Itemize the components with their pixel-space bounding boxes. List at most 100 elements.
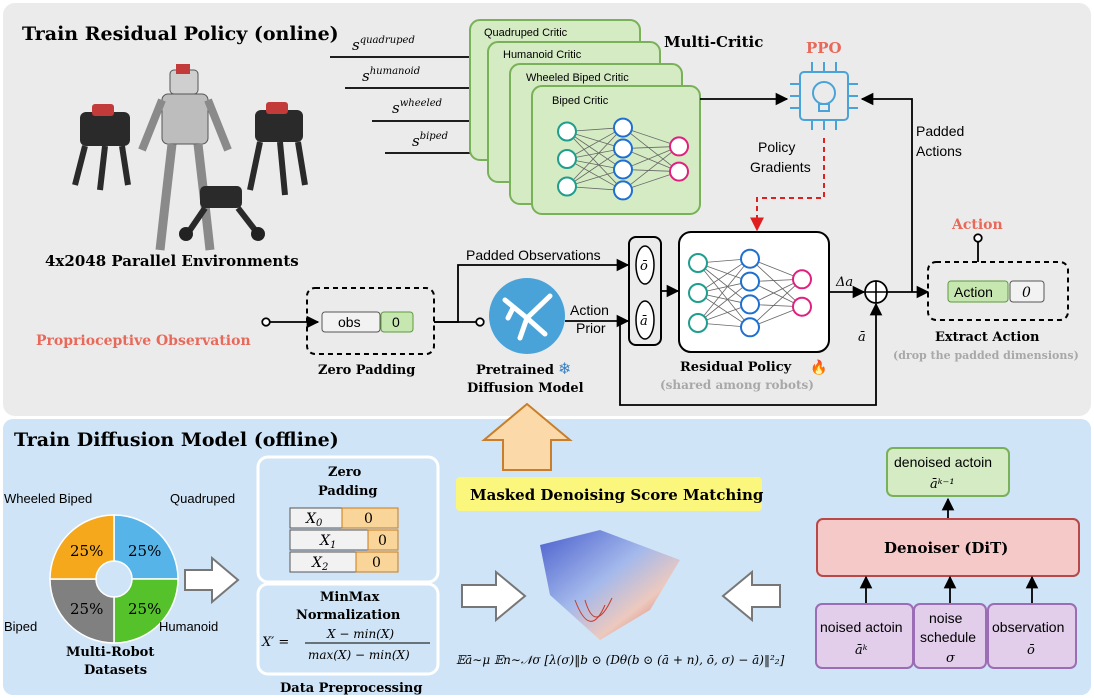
svg-text:obs: obs	[338, 314, 361, 330]
critic-network	[557, 117, 689, 201]
padded-obs-label: Padded Observations	[466, 247, 601, 263]
svg-text:observation: observation	[992, 619, 1064, 635]
svg-text:ō: ō	[1027, 643, 1035, 658]
pie-chart: 25%Quadruped25%Humanoid25%Biped25%Wheele…	[4, 491, 235, 644]
critic-label-humanoid: Humanoid Critic	[503, 49, 582, 61]
minmax-box	[256, 582, 440, 676]
hollow-arrow-1	[184, 555, 240, 605]
policy-gradients-1: Policy	[758, 139, 795, 155]
svg-text:0: 0	[372, 555, 381, 571]
neuron-node	[557, 121, 577, 142]
padded-actions-2: Actions	[916, 143, 962, 159]
pie-slice	[49, 514, 115, 580]
residual-sub: (shared among robots)	[660, 378, 814, 392]
neuron-node	[740, 317, 760, 338]
proprio-label: Proprioceptive Observation	[36, 333, 251, 349]
critic-stack: Quadruped Critic Humanoid Critic Wheeled…	[469, 19, 701, 215]
extract-action-cell	[947, 280, 1009, 303]
neuron-node	[792, 296, 812, 317]
pie-title-2: Datasets	[84, 663, 147, 678]
svg-text:0: 0	[364, 511, 373, 527]
env-label: 4x2048 Parallel Environments	[45, 252, 299, 270]
neuron-node	[740, 248, 760, 269]
svg-text:āᵏ: āᵏ	[855, 643, 868, 658]
zero-padding-label: Zero Padding	[318, 363, 415, 378]
neuron-node	[792, 269, 812, 290]
loss-surface-image	[540, 530, 680, 640]
minmax-den: max(X) − min(X)	[308, 648, 410, 662]
extract-action-box	[927, 261, 1069, 321]
pie-slice-pct: 25%	[70, 600, 103, 618]
svg-text:Action: Action	[954, 284, 993, 300]
pie-slice	[113, 514, 179, 580]
svg-text:MinMax: MinMax	[320, 590, 380, 605]
residual-label: Residual Policy	[680, 360, 792, 375]
denoiser-label: Denoiser (DiT)	[884, 539, 1008, 557]
policy-gradients-2: Gradients	[750, 159, 811, 175]
minmax-lhs: X′ =	[261, 635, 289, 650]
zp-rows: X0 0 X1 0 X2 0	[289, 507, 399, 573]
act-bar-symbol: ā	[640, 314, 648, 329]
fire-icon: 🔥	[810, 359, 827, 376]
neuron-node	[688, 253, 708, 273]
padded-actions-1: Padded	[916, 123, 964, 139]
extract-sub: (drop the padded dimensions)	[893, 349, 1079, 362]
neuron-node	[740, 271, 760, 292]
zp-box	[256, 455, 440, 584]
action-prior-2: Prior	[576, 320, 606, 336]
neuron-node	[613, 117, 633, 138]
svg-text:Zero: Zero	[328, 465, 362, 480]
svg-text:schedule: schedule	[920, 629, 976, 645]
residual-network	[688, 248, 812, 338]
svg-text:noised actoin: noised actoin	[820, 619, 903, 635]
pie-slice-label: Wheeled Biped	[4, 491, 92, 506]
neuron-node	[688, 313, 708, 333]
obs-bar-symbol: ō	[640, 259, 648, 274]
svg-text:Padding: Padding	[318, 484, 378, 499]
neuron-node	[740, 294, 760, 315]
observation-box	[987, 603, 1077, 669]
online-title: Train Residual Policy (online)	[22, 23, 339, 45]
svg-text:σ: σ	[946, 651, 956, 666]
offline-title: Train Diffusion Model (offline)	[14, 429, 339, 451]
hollow-arrow-3	[721, 569, 781, 623]
svg-text:0: 0	[378, 533, 387, 549]
delta-a: Δa	[835, 275, 853, 290]
pie-slice-pct: 25%	[128, 600, 161, 618]
svg-text:0: 0	[1022, 285, 1031, 301]
zero-cell	[380, 311, 414, 333]
svg-text:denoised actoin: denoised actoin	[894, 454, 992, 470]
neuron-node	[557, 149, 577, 169]
pie-slice	[49, 578, 115, 644]
neuron-node	[557, 176, 577, 197]
critic-label-quadruped: Quadruped Critic	[484, 27, 568, 39]
minmax-num: X − min(X)	[326, 627, 394, 641]
neuron-node	[688, 283, 708, 303]
neuron-node	[613, 138, 633, 159]
mdsm-highlight	[456, 477, 762, 511]
orange-up-arrow	[481, 402, 573, 471]
pie-slice-pct: 25%	[70, 542, 103, 560]
noise-schedule-box	[913, 603, 987, 669]
critic-label-wheeled: Wheeled Biped Critic	[526, 72, 629, 84]
pie-slice-label: Quadruped	[170, 491, 235, 506]
extract-label: Extract Action	[935, 330, 1040, 345]
neuron-node	[613, 159, 633, 180]
neuron-node	[613, 180, 633, 201]
mdsm-label: Masked Denoising Score Matching	[470, 486, 764, 504]
data-preprocessing-label: Data Preprocessing	[280, 681, 422, 696]
a-bar-small: ā	[858, 330, 866, 345]
hollow-arrow-2	[461, 569, 527, 623]
loss-formula: 𝔼ā∼μ 𝔼n∼𝒩σ [λ(σ)‖b ⊙ (Dθ(b ⊙ (ā + n), ō,…	[456, 653, 785, 667]
neuron-node	[669, 136, 689, 157]
diffusion-label-1: Pretrained	[476, 363, 554, 378]
action-output-label: Action	[951, 217, 1003, 233]
critic-label-biped: Biped Critic	[552, 95, 609, 107]
svg-text:0: 0	[392, 314, 400, 330]
obs-cell	[321, 311, 381, 333]
denoised-symbol: āᵏ⁻¹	[930, 477, 955, 492]
svg-text:Normalization: Normalization	[296, 608, 401, 623]
zero-padding-box	[306, 287, 435, 355]
pie-slice-pct: 25%	[128, 542, 161, 560]
pie-slice-label: Humanoid	[159, 619, 218, 634]
